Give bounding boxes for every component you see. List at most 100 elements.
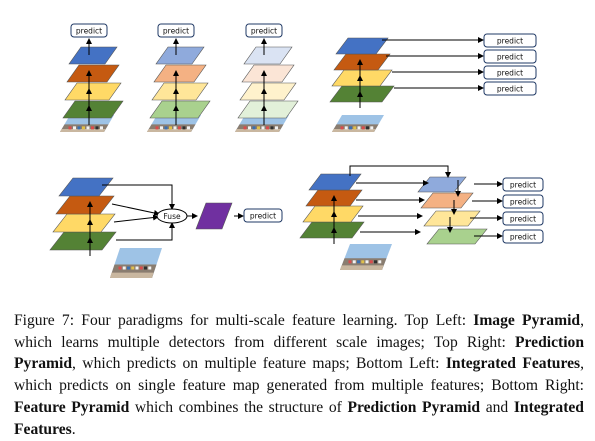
prediction-pyramid-photo-person (344, 126, 348, 130)
integrated-features-photo (110, 248, 162, 278)
caption-prefix: Figure 7: Four paradigms for multi-scale… (14, 312, 474, 329)
integrated-features-photo-person (131, 266, 135, 270)
prediction-pyramid-photo-person (366, 126, 369, 130)
caption-text-2: , which predicts on multiple feature map… (72, 355, 446, 373)
prediction-pyramid-predict-box-2 (483, 65, 537, 80)
image-pyramid-1-photo (60, 115, 114, 132)
image-pyramid-1-photo-person (77, 126, 81, 130)
integrated-features-photo-person (144, 266, 147, 270)
image-pyramid-3-photo-ground (235, 128, 281, 132)
integrated-features-predict-box-label: predict (250, 212, 276, 221)
image-pyramid-3-photo-person (243, 126, 247, 130)
prediction-pyramid-photo-person (349, 126, 352, 130)
integrated-features-photo-ground (110, 272, 154, 278)
feature-pyramid-top-down-layer-3 (417, 176, 467, 193)
integrated-features-photo-person (122, 266, 126, 270)
image-pyramid-3-predict-box-label: predict (251, 27, 277, 36)
feature-pyramid-photo (340, 244, 392, 270)
prediction-pyramid-predict-box-1 (483, 49, 537, 64)
caption-integrated-features-2: Integrated Features (14, 398, 584, 438)
prediction-pyramid-predict-box-3 (483, 81, 537, 96)
image-pyramid-1-photo-person (73, 126, 76, 130)
image-pyramid-2-photo-ground (147, 128, 193, 132)
image-pyramid-1-predict-box-label: predict (76, 27, 102, 36)
image-pyramid-2-photo-person (173, 126, 177, 130)
image-pyramid-3-layer-3 (243, 46, 293, 65)
feature-pyramid-photo-person (369, 260, 373, 264)
caption-text-6: . (71, 420, 76, 438)
image-pyramid-3-layer-0 (237, 100, 299, 119)
feature-pyramid-predict-box-0-label: predict (510, 181, 536, 190)
feature-pyramid-predict-box-2-label: predict (510, 215, 536, 224)
prediction-pyramid-photo-person (353, 126, 357, 130)
feature-pyramid-photo-person (352, 260, 356, 264)
caption-integrated-features: Integrated Features (445, 355, 581, 373)
image-pyramid-1-photo-person (82, 126, 85, 130)
image-pyramid-1-photo-person (95, 126, 99, 130)
integrated-features-layer-1 (52, 213, 116, 233)
caption-text-3: , which predicts on single feature map g… (14, 355, 584, 395)
feature-pyramid-top-down-layer-0 (426, 228, 488, 245)
feature-pyramid-photo-person (357, 260, 360, 264)
image-pyramid-2-layer-1 (151, 82, 209, 101)
prediction-pyramid-photo-ground (332, 128, 376, 132)
image-pyramid-3-predict-box (245, 23, 283, 38)
image-pyramid-3-photo-person (261, 126, 265, 130)
integrated-features-photo-person (135, 266, 139, 270)
caption-prediction-pyramid: Prediction Pyramid (14, 333, 584, 373)
feature-pyramid-predict-box-1-label: predict (510, 198, 536, 207)
feature-pyramid-photo-person (365, 260, 369, 264)
prediction-pyramid-layer-1 (331, 69, 393, 87)
image-pyramid-1-photo-person (91, 126, 94, 130)
image-pyramid-2-photo-person (155, 126, 159, 130)
image-pyramid-3-photo-person (266, 126, 269, 130)
prediction-pyramid-layer-0 (329, 85, 395, 103)
caption-text-4: which combines the structure of (129, 398, 348, 416)
feature-pyramid-top-down-layer-1 (423, 210, 481, 227)
image-pyramid-2-photo-person (169, 126, 172, 130)
caption-feature-pyramid: Feature Pyramid (14, 398, 130, 416)
image-pyramid-1-layer-2 (66, 64, 120, 83)
image-pyramid-1-predict-box (70, 23, 108, 38)
feature-pyramid-photo-person (361, 260, 365, 264)
prediction-pyramid-predict-box-2-label: predict (497, 69, 523, 78)
image-pyramid-2-photo-person (164, 126, 168, 130)
integrated-features-photo-person (127, 266, 130, 270)
image-pyramid-2-layer-3 (155, 46, 205, 65)
integrated-features-photo-person (139, 266, 143, 270)
feature-pyramid-photo-ground (340, 265, 384, 270)
image-pyramid-3-layer-2 (241, 64, 295, 83)
prediction-pyramid-predict-box-3-label: predict (497, 85, 523, 94)
image-pyramid-2-predict-box-label: predict (163, 27, 189, 36)
feature-pyramid-layer-0 (299, 221, 365, 239)
image-pyramid-1-layer-1 (64, 82, 122, 101)
image-pyramid-2-photo-person (182, 126, 186, 130)
prediction-pyramid-photo-person (340, 126, 344, 130)
image-pyramid-2-predict-box (157, 23, 195, 38)
feature-pyramid-predict-box-0 (502, 177, 544, 192)
image-pyramid-1-photo-person (86, 126, 90, 130)
feature-pyramid-layer-3 (308, 173, 362, 191)
image-pyramid-3-photo-person (248, 126, 251, 130)
feature-pyramid-photo-person (378, 260, 382, 264)
image-pyramid-3-photo-person (252, 126, 256, 130)
integrated-features-photo-person (148, 266, 152, 270)
feature-pyramid-predict-box-3-label: predict (510, 233, 536, 242)
integrated-features-photo-person (118, 266, 122, 270)
prediction-pyramid-predict-box-1-label: predict (497, 53, 523, 62)
integrated-features-layer-0 (49, 231, 117, 251)
image-pyramid-2-layer-0 (149, 100, 211, 119)
prediction-pyramid-photo-person (361, 126, 365, 130)
prediction-pyramid-layer-2 (333, 53, 391, 71)
image-pyramid-1-layer-0 (62, 100, 124, 119)
image-pyramid-2-photo-person (160, 126, 163, 130)
image-pyramid-2-photo (147, 115, 201, 132)
integrated-features-link-1 (111, 203, 160, 216)
prediction-pyramid-photo-person (370, 126, 374, 130)
feature-pyramid-predict-box-3 (502, 229, 544, 244)
feature-pyramid-photo-person (348, 260, 352, 264)
integrated-features-link-bottom (116, 222, 175, 241)
prediction-pyramid-photo-person (357, 126, 361, 130)
fused-feature-map (195, 202, 233, 230)
integrated-features-link-top (102, 184, 175, 210)
